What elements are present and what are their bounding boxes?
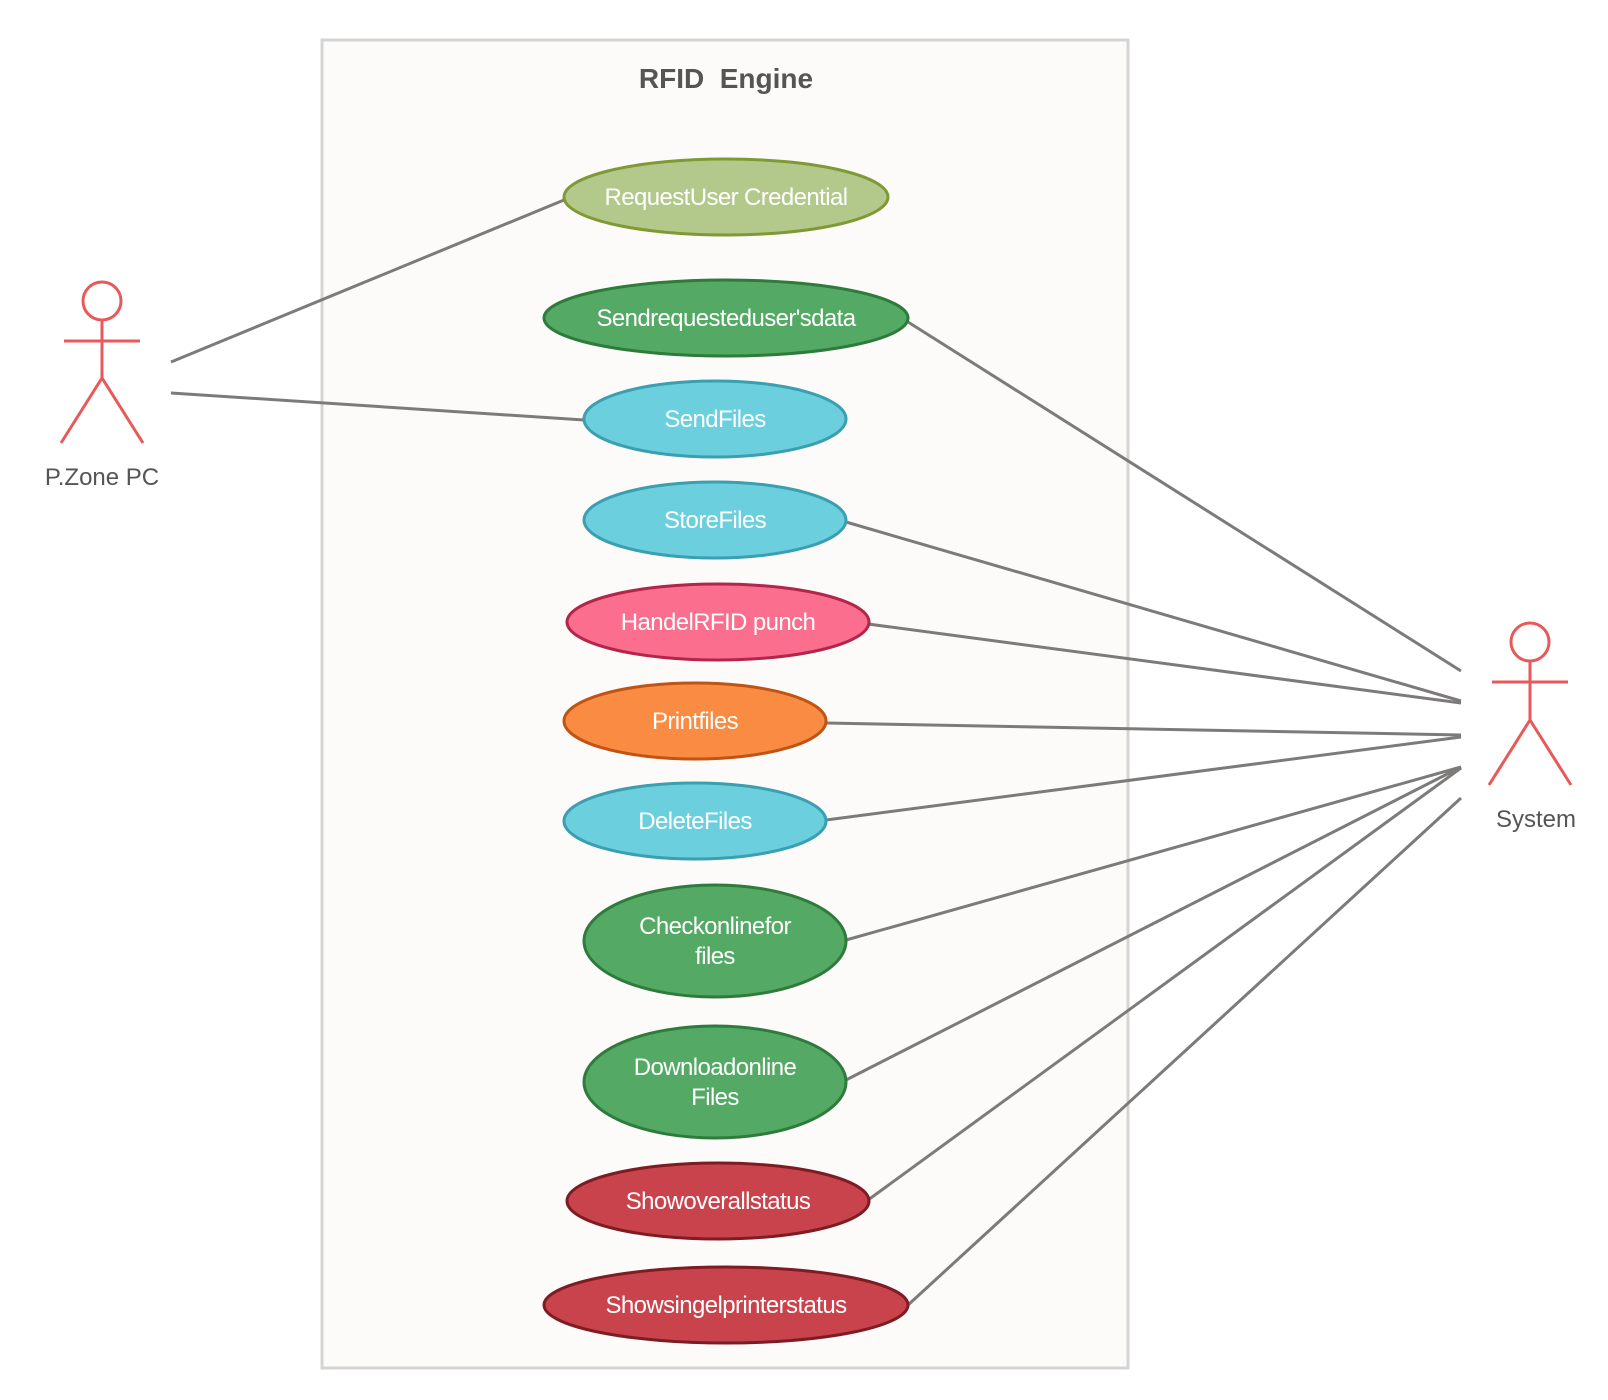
use-case-label: Downloadonline <box>634 1054 797 1081</box>
system-title: RFID Engine <box>639 63 813 94</box>
actor-right-leg <box>1528 719 1573 786</box>
use-case-uc7[interactable]: DeleteFiles <box>562 781 828 861</box>
use-case-ellipse <box>582 883 848 999</box>
use-case-ellipse <box>562 681 828 761</box>
use-case-label: Printfiles <box>652 708 739 735</box>
use-case-ellipse <box>582 1024 848 1140</box>
association-system-uc11 <box>906 796 1463 1307</box>
use-case-uc2[interactable]: Sendrequesteduser'sdata <box>542 278 910 358</box>
association-system-uc8 <box>845 765 1462 942</box>
use-case-uc4[interactable]: StoreFiles <box>582 480 848 560</box>
use-case-uc3[interactable]: SendFiles <box>582 379 848 459</box>
use-case-uc5[interactable]: HandelRFID punch <box>565 582 871 662</box>
actor-left-leg <box>59 377 104 444</box>
association-pzone-uc1 <box>170 198 565 364</box>
use-case-label: files <box>695 943 735 970</box>
association-system-uc9 <box>845 765 1462 1082</box>
use-case-label: Checkonlinefor <box>639 913 791 940</box>
actor-system[interactable]: System <box>1487 621 1576 833</box>
actor-label: System <box>1496 806 1576 833</box>
actor-right-leg <box>100 377 145 444</box>
use-case-label: Showoverallstatus <box>626 1188 811 1215</box>
use-case-label: RequestUser Credential <box>605 184 848 211</box>
use-case-ellipse <box>542 1265 910 1345</box>
actor-head <box>81 280 123 322</box>
association-system-uc2 <box>907 320 1462 673</box>
use-case-label: StoreFiles <box>664 507 767 534</box>
use-case-ellipse <box>582 480 848 560</box>
use-case-ellipse <box>565 1161 871 1241</box>
use-case-ellipse <box>542 278 910 358</box>
actor-left-leg <box>1487 719 1532 786</box>
use-case-uc6[interactable]: Printfiles <box>562 681 828 761</box>
use-case-uc11[interactable]: Showsingelprinterstatus <box>542 1265 910 1345</box>
actor-head <box>1509 621 1551 663</box>
association-system-uc5 <box>867 622 1462 705</box>
use-case-ellipse <box>562 781 828 861</box>
use-case-label: Sendrequesteduser'sdata <box>597 305 857 332</box>
actor-label: P.Zone PC <box>45 464 159 491</box>
association-system-uc10 <box>867 766 1462 1202</box>
actor-pzone-pc[interactable]: P.Zone PC <box>45 280 159 491</box>
association-system-uc7 <box>825 735 1462 822</box>
use-case-label: HandelRFID punch <box>621 609 816 636</box>
use-case-ellipse <box>582 379 848 459</box>
use-case-label: Files <box>691 1084 739 1111</box>
use-case-ellipse <box>565 582 871 662</box>
use-case-uc8[interactable]: Checkonlinefor files <box>582 883 848 999</box>
use-case-uc10[interactable]: Showoverallstatus <box>565 1161 871 1241</box>
use-case-ellipse <box>562 157 890 237</box>
use-case-uc1[interactable]: RequestUser Credential <box>562 157 890 237</box>
use-case-label: SendFiles <box>664 406 766 433</box>
association-system-uc4 <box>845 520 1462 703</box>
use-case-label: Showsingelprinterstatus <box>605 1292 847 1319</box>
association-system-uc6 <box>825 721 1462 737</box>
use-case-label: DeleteFiles <box>638 808 752 835</box>
use-cases: RequestUser CredentialSendrequesteduser'… <box>542 157 910 1345</box>
associations <box>170 198 1463 1307</box>
association-pzone-uc3 <box>170 391 585 422</box>
